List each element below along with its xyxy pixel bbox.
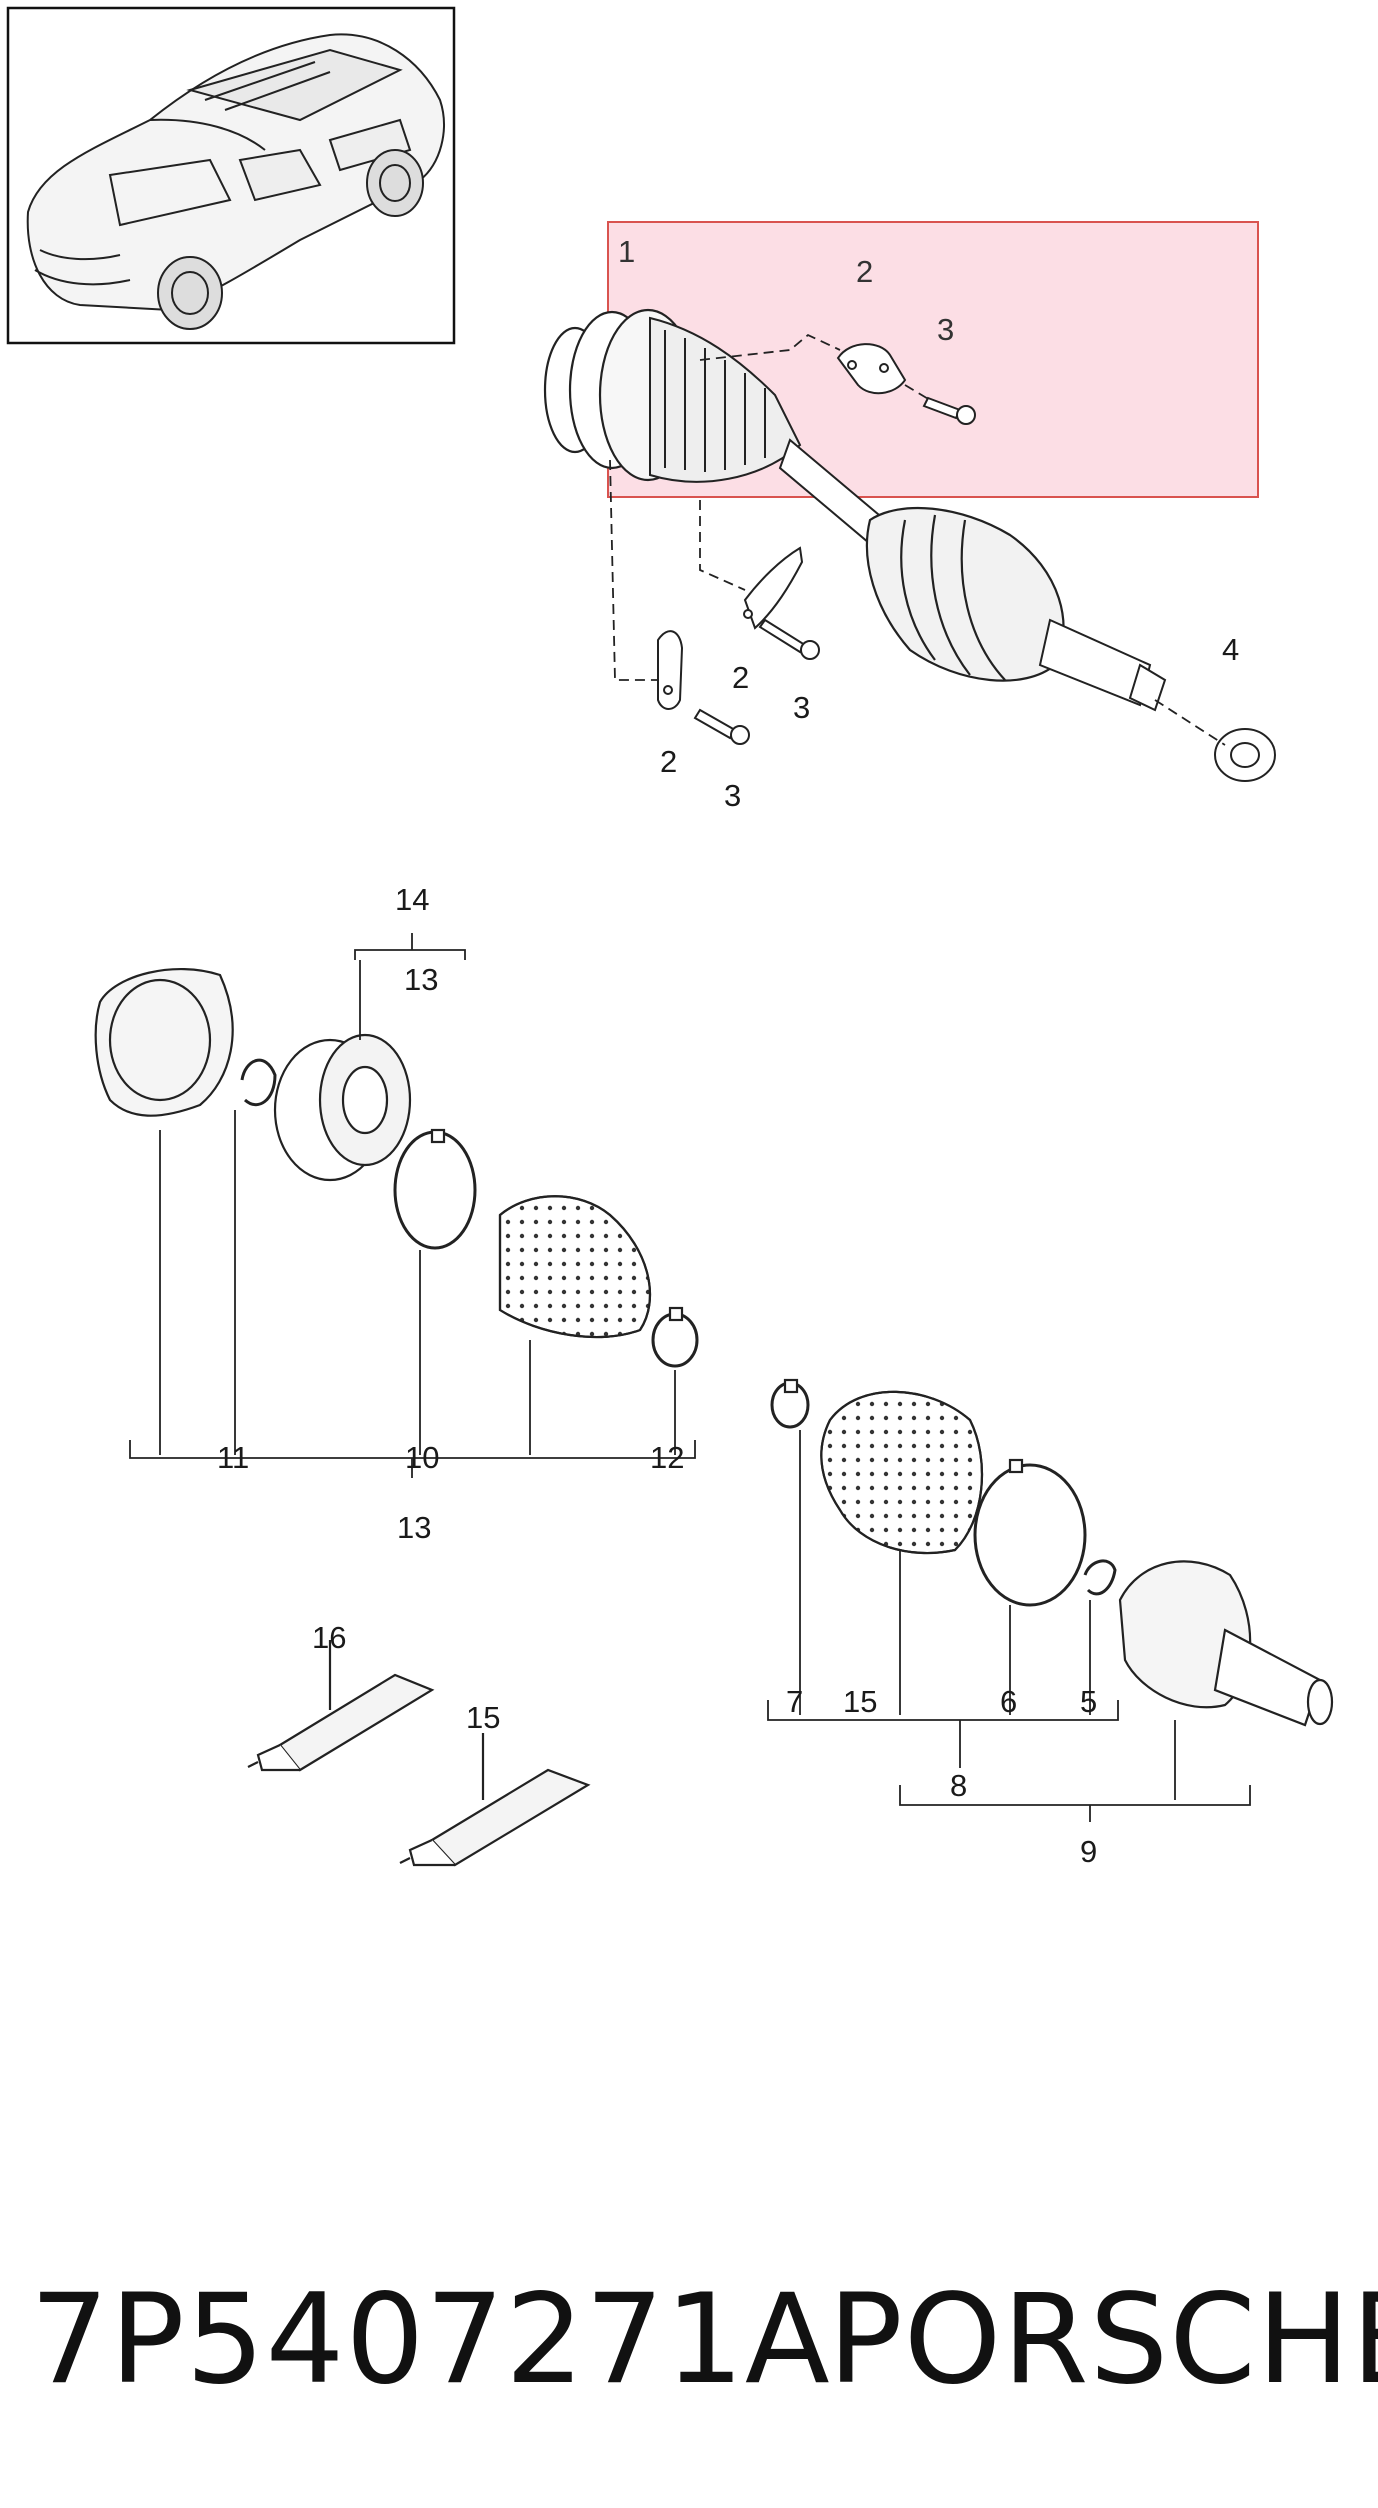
- bracket-low: [657, 630, 684, 710]
- vehicle-thumbnail: [6, 6, 456, 345]
- part-number: 7P5407271A: [30, 2268, 831, 2412]
- inner-boot-exploded: [498, 1195, 652, 1339]
- callout-3: 3: [793, 690, 810, 725]
- callout-5: 5: [1080, 1684, 1097, 1719]
- clamp-12: [651, 1306, 699, 1368]
- callout-9: 9: [1080, 1834, 1097, 1869]
- callout-2: 2: [732, 660, 749, 695]
- inner-joint-exploded: [94, 933, 699, 1478]
- clamp-band-10: [393, 1128, 477, 1250]
- callout-10: 10: [405, 1440, 439, 1475]
- clamp-7: [770, 1378, 810, 1429]
- callout-13: 13: [397, 1510, 431, 1545]
- grease-tube-16: [247, 1640, 435, 1772]
- callout-2: 2: [856, 254, 873, 289]
- dust-cover: [94, 967, 234, 1117]
- outer-joint-exploded: [767, 1378, 1334, 1822]
- suv-illustration: [26, 33, 445, 330]
- grease-tubes: [247, 1640, 591, 1867]
- callout-2: 2: [660, 744, 677, 779]
- inner-boot: [649, 316, 802, 483]
- footer: 7P5407271A PORSCHE: [0, 2268, 1378, 2438]
- callout-labels: 1 2 3 2 3 2 3 4 14 13 11 10 12 13 7 15 6…: [217, 234, 1239, 1869]
- callout-14: 14: [395, 882, 429, 917]
- callout-12: 12: [650, 1440, 684, 1475]
- grease-tube-15: [399, 1733, 591, 1867]
- callout-15: 15: [466, 1700, 500, 1735]
- joint-housing-13: [273, 1033, 412, 1182]
- leaders-inner: [129, 933, 696, 1478]
- callout-16: 16: [312, 1620, 346, 1655]
- callout-3: 3: [724, 778, 741, 813]
- outer-boot: [865, 506, 1065, 682]
- callout-7: 7: [786, 1684, 803, 1719]
- bolt-mid: [758, 618, 820, 660]
- brand-name: PORSCHE: [828, 2268, 1378, 2412]
- callout-15: 15: [843, 1684, 877, 1719]
- outer-boot-exploded: [820, 1390, 984, 1555]
- callout-6: 6: [1000, 1684, 1017, 1719]
- leaders-outer: [767, 1430, 1251, 1822]
- bolt-low: [693, 708, 750, 745]
- outer-stub-shaft: [1038, 618, 1167, 712]
- bracket-top: [836, 343, 907, 395]
- circlip-11: [240, 1058, 277, 1107]
- callout-3: 3: [937, 312, 954, 347]
- clamp-band-6: [973, 1458, 1087, 1607]
- circlip-5: [1083, 1559, 1117, 1596]
- callout-13: 13: [404, 962, 438, 997]
- axle-nut: [1214, 728, 1276, 782]
- leader-lines-top: [609, 333, 1226, 746]
- bracket-mid: [743, 546, 804, 630]
- outer-joint-9: [1118, 1560, 1334, 1727]
- callout-4: 4: [1222, 632, 1239, 667]
- driveshaft-assembly: [543, 221, 1276, 782]
- callout-11: 11: [217, 1440, 249, 1475]
- callout-8: 8: [950, 1768, 967, 1803]
- bolt-top: [922, 396, 976, 425]
- callout-1: 1: [618, 234, 635, 269]
